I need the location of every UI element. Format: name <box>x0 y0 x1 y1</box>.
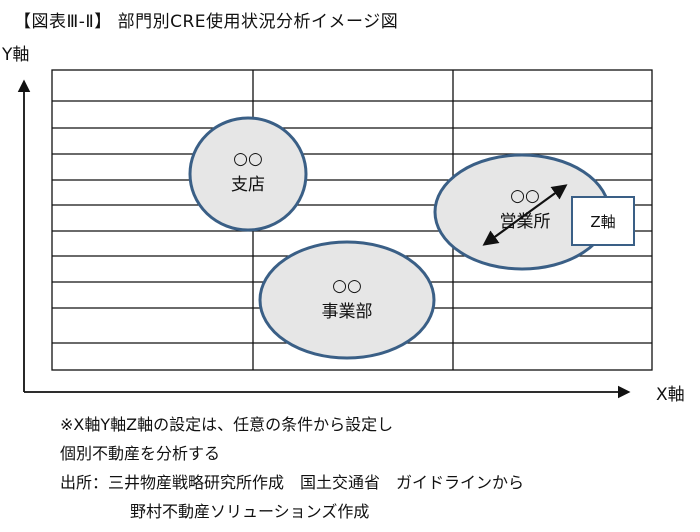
z-axis-label-box: Z軸 <box>571 196 635 246</box>
x-axis-label: X軸 <box>656 385 685 405</box>
sales-office-label: ○○ 営業所 <box>460 183 590 235</box>
note-line-2: 個別不動産を分析する <box>60 444 221 463</box>
branch-label: ○○ 支店 <box>183 146 313 198</box>
note-line-1: ※X軸Y軸Z軸の設定は、任意の条件から設定し <box>60 415 394 434</box>
sales-office-type: 営業所 <box>499 212 551 232</box>
division-label: ○○ 事業部 <box>282 273 412 325</box>
division-type: 事業部 <box>321 302 373 322</box>
y-axis-label: Y軸 <box>2 45 30 65</box>
plot-frame <box>51 69 653 371</box>
z-axis-arrow <box>482 184 568 246</box>
z-axis-label: Z軸 <box>590 212 616 231</box>
branch-name: ○○ <box>233 149 263 169</box>
division-name: ○○ <box>332 276 362 296</box>
sales-office-name: ○○ <box>510 186 540 206</box>
branch-type: 支店 <box>231 175 265 195</box>
diagram-title: 【図表Ⅲ-Ⅱ】 部門別CRE使用状況分析イメージ図 <box>14 12 399 32</box>
division-ellipse <box>258 240 436 360</box>
source-line-1: 出所：三井物産戦略研究所作成 国土交通省 ガイドラインから <box>60 473 525 492</box>
branch-ellipse <box>188 116 308 232</box>
source-line-2: 野村不動産ソリューションズ作成 <box>130 502 370 521</box>
footnotes: ※X軸Y軸Z軸の設定は、任意の条件から設定し 個別不動産を分析する 出所：三井物… <box>60 410 524 526</box>
